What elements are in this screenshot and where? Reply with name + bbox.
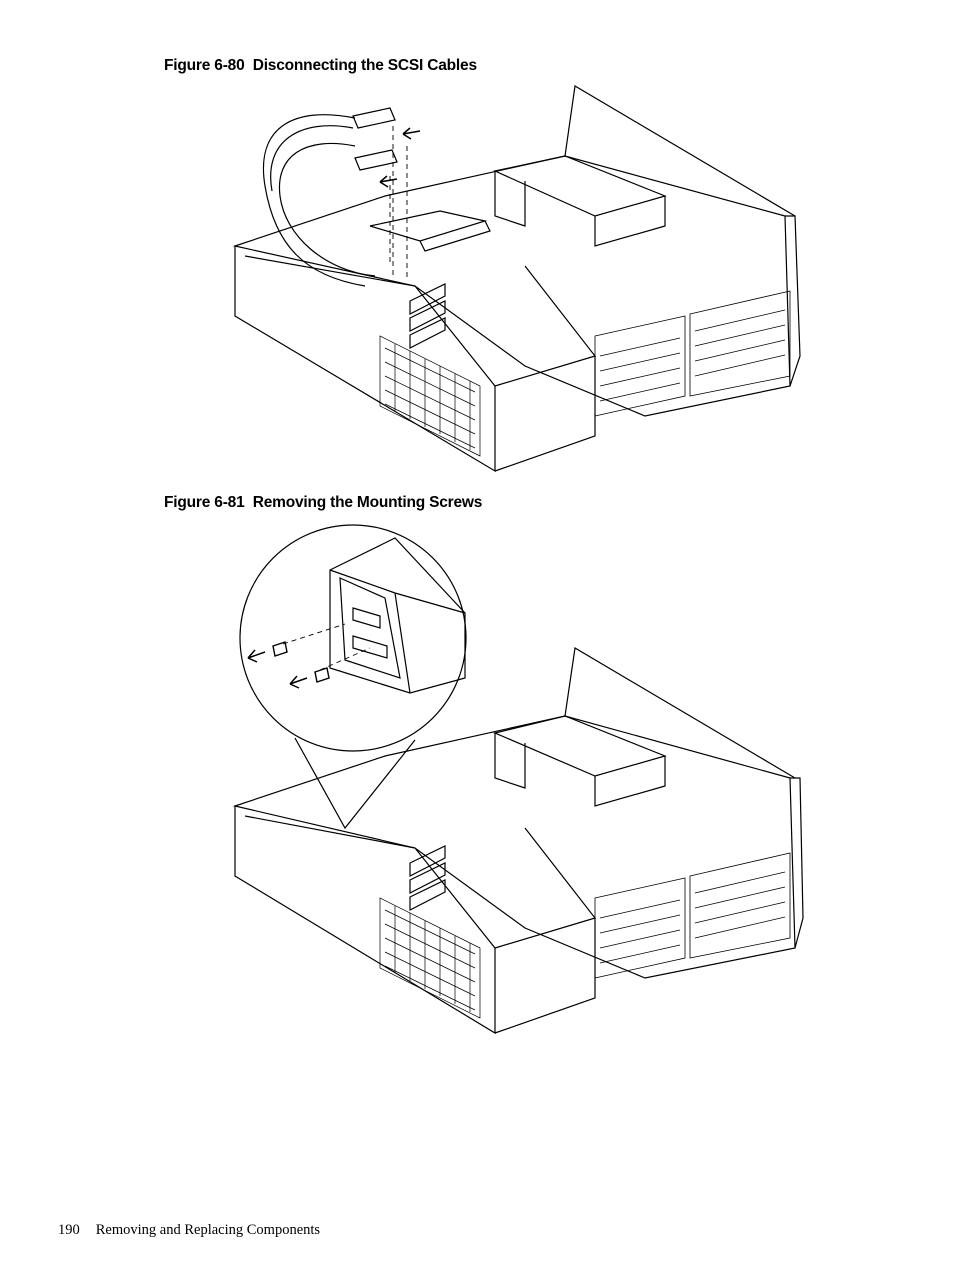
- guide-lines: [283, 624, 370, 670]
- cable-bracket: [370, 211, 490, 251]
- server-chassis: [235, 86, 800, 471]
- figure-6-81-illustration: [235, 528, 805, 1038]
- section-title: Removing and Replacing Components: [95, 1222, 321, 1238]
- internal-module: [495, 716, 665, 806]
- arrow-icon: [248, 650, 307, 688]
- fan-grille: [380, 336, 480, 456]
- scsi-connector-upper: [353, 108, 395, 128]
- arrow-icon: [380, 128, 420, 187]
- internal-module: [495, 156, 665, 246]
- detail-callout: [240, 525, 466, 828]
- fan-grille: [380, 898, 480, 1018]
- figure-6-81-caption: Figure 6-81 Removing the Mounting Screws: [164, 494, 483, 511]
- scsi-connector-lower: [355, 150, 397, 170]
- pci-slots: [410, 284, 445, 348]
- server-chassis: [235, 648, 803, 1033]
- page-number: 190: [58, 1222, 80, 1238]
- figure-6-80-illustration: [225, 86, 805, 474]
- page-footer: 190 Removing and Replacing Components: [58, 1222, 320, 1239]
- screw-icon: [273, 642, 329, 682]
- disk-bays: [595, 853, 790, 978]
- figure-6-80-caption: Figure 6-80 Disconnecting the SCSI Cable…: [164, 57, 477, 74]
- guide-lines: [390, 126, 407, 281]
- disk-bays: [595, 291, 790, 416]
- scsi-bracket-detail: [330, 538, 465, 693]
- pci-slots: [410, 846, 445, 910]
- scsi-cables: [263, 115, 375, 286]
